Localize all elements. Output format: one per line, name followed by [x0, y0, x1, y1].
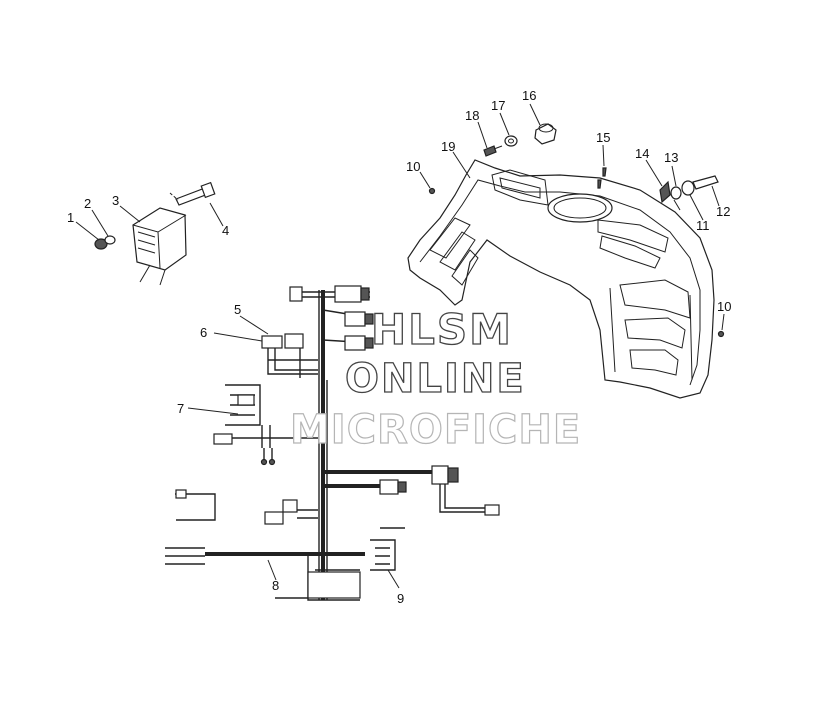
callout-18: 18 — [465, 108, 479, 123]
callout-1: 1 — [67, 210, 74, 225]
screw — [597, 179, 602, 189]
dash-assembly — [407, 103, 725, 399]
callout-2: 2 — [84, 196, 91, 211]
small-screw — [717, 330, 725, 338]
callout-10-left: 10 — [406, 159, 420, 174]
watermark: HLSM ONLINE MICROFICHE — [289, 304, 581, 453]
plunger — [692, 175, 719, 190]
wiring-harness — [165, 285, 500, 601]
ignition-washer — [504, 135, 518, 147]
regulator-assembly — [75, 181, 224, 286]
callout-11: 11 — [696, 218, 710, 233]
lock-washer — [670, 186, 682, 200]
callout-19: 19 — [441, 139, 455, 154]
rocker-switch — [659, 180, 671, 204]
callout-labels: 1 2 3 4 5 6 7 8 9 10 10 11 12 13 14 15 1… — [67, 88, 731, 606]
callout-5: 5 — [234, 302, 241, 317]
watermark-line-1: HLSM — [371, 305, 513, 354]
key — [483, 145, 497, 157]
washer — [104, 235, 116, 245]
watermark-line-2: ONLINE — [345, 356, 526, 402]
callout-13: 13 — [664, 150, 678, 165]
spacer — [681, 180, 695, 196]
callout-3: 3 — [112, 193, 119, 208]
callout-12: 12 — [716, 204, 730, 219]
callout-8: 8 — [272, 578, 279, 593]
screw — [602, 167, 607, 177]
watermark-line-3: MICROFICHE — [290, 407, 581, 453]
gauge-opening — [547, 193, 613, 223]
callout-17: 17 — [491, 98, 505, 113]
callout-15: 15 — [596, 130, 610, 145]
callout-16: 16 — [522, 88, 536, 103]
callout-4: 4 — [222, 223, 229, 238]
callout-6: 6 — [200, 325, 207, 340]
harness-connector — [261, 335, 283, 349]
callout-14: 14 — [635, 146, 649, 161]
callout-9: 9 — [397, 591, 404, 606]
callout-10-right: 10 — [717, 299, 731, 314]
small-screw — [428, 187, 436, 195]
callout-7: 7 — [177, 401, 184, 416]
nut — [94, 238, 108, 250]
